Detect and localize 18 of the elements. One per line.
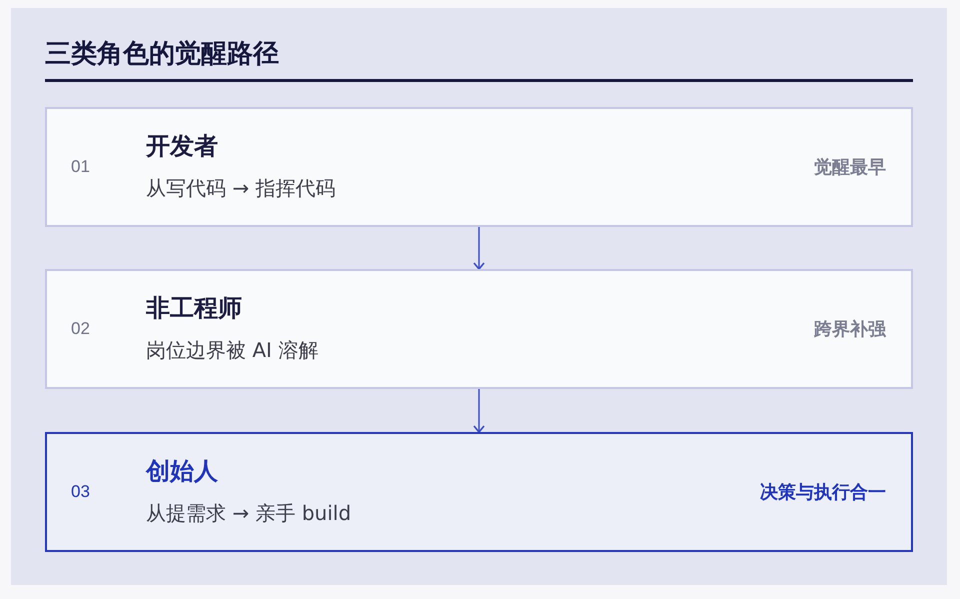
role-description: 从提需求 → 亲手 build	[146, 500, 352, 527]
role-tag: 跨界补强	[814, 317, 886, 341]
role-description: 岗位边界被 AI 溶解	[146, 337, 318, 364]
role-description: 从写代码 → 指挥代码	[146, 175, 336, 202]
role-card	[45, 432, 913, 552]
diagram-title: 三类角色的觉醒路径	[45, 37, 279, 70]
role-tag: 决策与执行合一	[760, 480, 886, 504]
arrow	[473, 389, 485, 433]
step-number: 01	[71, 156, 90, 178]
step-number: 02	[71, 318, 90, 340]
role-card	[45, 269, 913, 389]
role-tag: 觉醒最早	[814, 155, 886, 179]
arrow	[473, 227, 485, 270]
step-number: 03	[71, 481, 90, 503]
role-title: 开发者	[146, 132, 218, 162]
role-title: 非工程师	[146, 294, 242, 324]
role-title: 创始人	[146, 457, 218, 487]
role-card	[45, 107, 913, 227]
